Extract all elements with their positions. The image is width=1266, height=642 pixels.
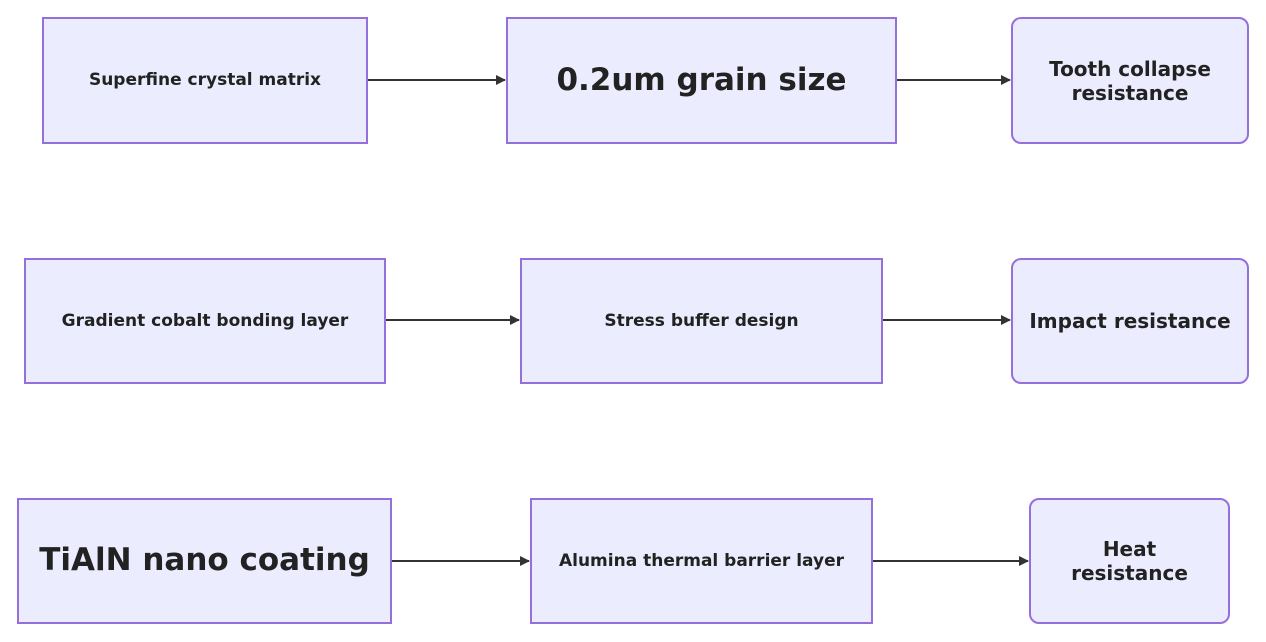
- node-label: Tooth collapse resistance: [1049, 56, 1211, 105]
- node-stress-buffer-design: Stress buffer design: [520, 258, 883, 384]
- node-label: Alumina thermal barrier layer: [558, 550, 845, 571]
- node-label: Gradient cobalt bonding layer: [61, 310, 349, 331]
- node-gradient-cobalt-bonding-layer: Gradient cobalt bonding layer: [24, 258, 386, 384]
- node-heat-resistance: Heat resistance: [1029, 498, 1230, 624]
- node-label: Impact resistance: [1029, 309, 1231, 333]
- node-impact-resistance: Impact resistance: [1011, 258, 1249, 384]
- node-tialn-nano-coating: TiAlN nano coating: [17, 498, 392, 624]
- node-superfine-crystal-matrix: Superfine crystal matrix: [42, 17, 368, 144]
- node-label: Stress buffer design: [604, 310, 799, 331]
- node-grain-size: 0.2um grain size: [506, 17, 897, 144]
- node-alumina-thermal-barrier-layer: Alumina thermal barrier layer: [530, 498, 873, 624]
- node-tooth-collapse-resistance: Tooth collapse resistance: [1011, 17, 1249, 144]
- node-label: TiAlN nano coating: [39, 542, 370, 579]
- node-label: Heat resistance: [1071, 537, 1188, 585]
- node-label: 0.2um grain size: [556, 61, 847, 98]
- node-label: Superfine crystal matrix: [88, 70, 322, 91]
